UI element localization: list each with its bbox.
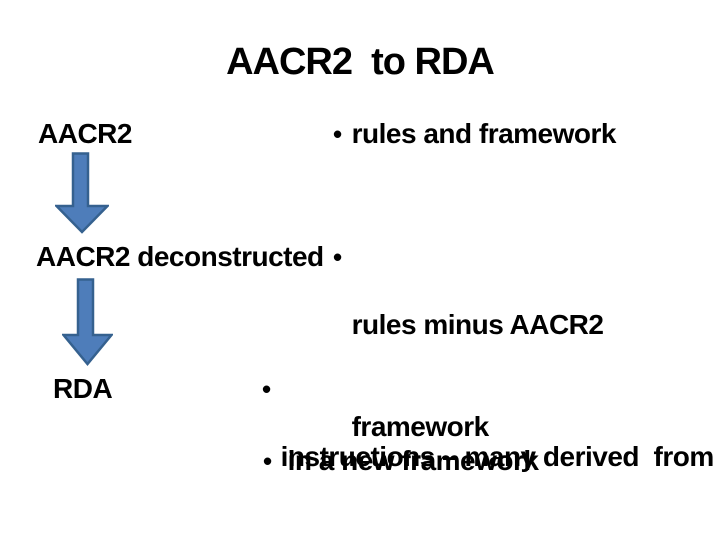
bullet-text-line2: framework xyxy=(351,411,490,442)
slide-title: AACR2 to RDA xyxy=(226,41,495,83)
bullet-icon: • xyxy=(263,446,272,476)
bullet-text-line1: rules minus AACR2 xyxy=(351,309,604,340)
bullet-item-new-framework: • in a new framework xyxy=(263,444,539,478)
bullet-icon: • xyxy=(333,242,342,272)
bullet-item-rules-and-framework: • rules and framework xyxy=(333,117,616,151)
bullet-icon: • xyxy=(262,374,271,404)
down-arrow-shape xyxy=(62,278,113,366)
bullet-icon: • xyxy=(333,119,342,149)
bullet-item-instructions-derived: • instructions – many derived from AACR2 xyxy=(262,372,714,540)
bullet-text-line1: instructions – many derived from xyxy=(280,441,715,472)
stage-label-aacr2-deconstructed: AACR2 deconstructed xyxy=(36,241,324,272)
down-arrow-icon xyxy=(62,278,113,366)
bullet-text: rules and framework xyxy=(351,118,617,149)
down-arrow-icon xyxy=(55,152,109,234)
down-arrow-shape xyxy=(55,152,109,234)
bullet-text: rules minus AACR2 framework xyxy=(352,240,604,512)
stage-label-rda: RDA xyxy=(53,373,113,404)
bullet-text: in a new framework xyxy=(287,445,539,476)
bullet-text: instructions – many derived from AACR2 xyxy=(280,372,715,540)
stage-label-aacr2: AACR2 xyxy=(38,118,132,149)
bullet-item-rules-minus-aacr2: • rules minus AACR2 framework xyxy=(333,240,604,512)
